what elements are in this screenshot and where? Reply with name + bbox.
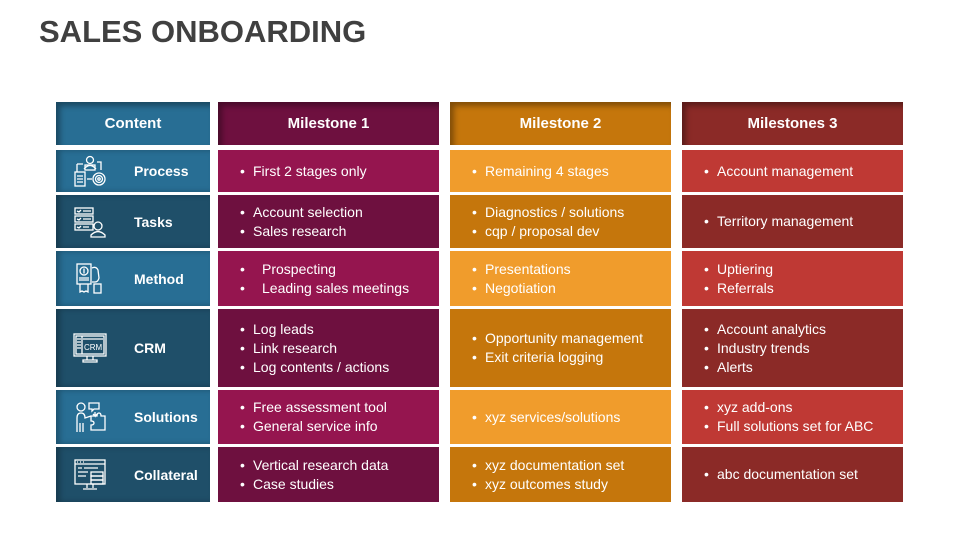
cell-crm-m3: Account analyticsIndustry trendsAlerts bbox=[682, 309, 903, 387]
svg-text:CRM: CRM bbox=[84, 343, 103, 352]
bullet-item: Account selection bbox=[240, 203, 363, 222]
header-milestone-3: Milestones 3 bbox=[682, 102, 903, 145]
process-icon bbox=[70, 151, 110, 191]
cell-process-m1: First 2 stages only bbox=[218, 150, 439, 192]
row-method: Method bbox=[56, 251, 210, 306]
cell-crm-m2: Opportunity managementExit criteria logg… bbox=[450, 309, 671, 387]
cell-collateral-m3: abc documentation set bbox=[682, 447, 903, 502]
bullet-item: Account analytics bbox=[704, 320, 826, 339]
cell-method-m2: PresentationsNegotiation bbox=[450, 251, 671, 306]
cell-crm-m1: Log leadsLink researchLog contents / act… bbox=[218, 309, 439, 387]
cell-solutions-m3: xyz add-onsFull solutions set for ABC bbox=[682, 390, 903, 444]
bullet-item: Link research bbox=[240, 339, 389, 358]
row-label: Solutions bbox=[134, 409, 198, 425]
bullet-item: abc documentation set bbox=[704, 465, 858, 484]
header-label: Milestones 3 bbox=[747, 115, 838, 132]
cell-tasks-m2: Diagnostics / solutionscqp / proposal de… bbox=[450, 195, 671, 248]
row-label: CRM bbox=[134, 340, 166, 356]
collateral-document-icon bbox=[70, 455, 110, 495]
solutions-puzzle-icon bbox=[70, 397, 110, 437]
cell-process-m2: Remaining 4 stages bbox=[450, 150, 671, 192]
bullet-item: General service info bbox=[240, 417, 387, 436]
row-label: Process bbox=[134, 163, 189, 179]
row-collateral: Collateral bbox=[56, 447, 210, 502]
crm-monitor-icon: CRM bbox=[70, 328, 110, 368]
bullet-item: Case studies bbox=[240, 475, 388, 494]
cell-collateral-m2: xyz documentation setxyz outcomes study bbox=[450, 447, 671, 502]
header-label: Milestone 2 bbox=[519, 115, 602, 132]
bullet-item: xyz documentation set bbox=[472, 456, 624, 475]
tasks-icon bbox=[70, 202, 110, 242]
page-title: SALES ONBOARDING bbox=[39, 14, 367, 49]
bullet-item: Account management bbox=[704, 162, 853, 181]
row-solutions: Solutions bbox=[56, 390, 210, 444]
bullet-item: Opportunity management bbox=[472, 329, 643, 348]
bullet-item: Vertical research data bbox=[240, 456, 388, 475]
bullet-item: Sales research bbox=[240, 222, 363, 241]
bullet-item: Prospecting bbox=[240, 260, 409, 279]
header-milestone-2: Milestone 2 bbox=[450, 102, 671, 145]
bullet-item: Territory management bbox=[704, 212, 853, 231]
cell-solutions-m2: xyz services/solutions bbox=[450, 390, 671, 444]
bullet-item: Log contents / actions bbox=[240, 358, 389, 377]
bullet-item: xyz outcomes study bbox=[472, 475, 624, 494]
cell-tasks-m1: Account selectionSales research bbox=[218, 195, 439, 248]
row-label: Method bbox=[134, 270, 184, 287]
bullet-item: Negotiation bbox=[472, 279, 571, 298]
row-process: Process bbox=[56, 150, 210, 192]
bullet-item: Diagnostics / solutions bbox=[472, 203, 624, 222]
row-crm: CRM CRM bbox=[56, 309, 210, 387]
bullet-item: Log leads bbox=[240, 320, 389, 339]
row-label: Collateral bbox=[134, 466, 198, 483]
header-content: Content bbox=[56, 102, 210, 145]
bullet-item: xyz services/solutions bbox=[472, 408, 620, 427]
payment-method-icon bbox=[70, 259, 110, 299]
bullet-item: Remaining 4 stages bbox=[472, 162, 609, 181]
bullet-item: Leading sales meetings bbox=[240, 279, 409, 298]
cell-method-m1: ProspectingLeading sales meetings bbox=[218, 251, 439, 306]
header-label: Milestone 1 bbox=[287, 115, 370, 132]
header-label: Content bbox=[104, 115, 162, 132]
bullet-item: cqp / proposal dev bbox=[472, 222, 624, 241]
bullet-item: Industry trends bbox=[704, 339, 826, 358]
cell-tasks-m3: Territory management bbox=[682, 195, 903, 248]
bullet-item: First 2 stages only bbox=[240, 162, 367, 181]
bullet-item: Full solutions set for ABC bbox=[704, 417, 873, 436]
cell-collateral-m1: Vertical research dataCase studies bbox=[218, 447, 439, 502]
row-tasks: Tasks bbox=[56, 195, 210, 248]
row-label: Tasks bbox=[134, 213, 173, 230]
bullet-item: Uptiering bbox=[704, 260, 774, 279]
bullet-item: Alerts bbox=[704, 358, 826, 377]
cell-process-m3: Account management bbox=[682, 150, 903, 192]
bullet-item: Exit criteria logging bbox=[472, 348, 643, 367]
bullet-item: Free assessment tool bbox=[240, 398, 387, 417]
header-milestone-1: Milestone 1 bbox=[218, 102, 439, 145]
bullet-item: Presentations bbox=[472, 260, 571, 279]
bullet-item: Referrals bbox=[704, 279, 774, 298]
cell-solutions-m1: Free assessment toolGeneral service info bbox=[218, 390, 439, 444]
bullet-item: xyz add-ons bbox=[704, 398, 873, 417]
cell-method-m3: UptieringReferrals bbox=[682, 251, 903, 306]
